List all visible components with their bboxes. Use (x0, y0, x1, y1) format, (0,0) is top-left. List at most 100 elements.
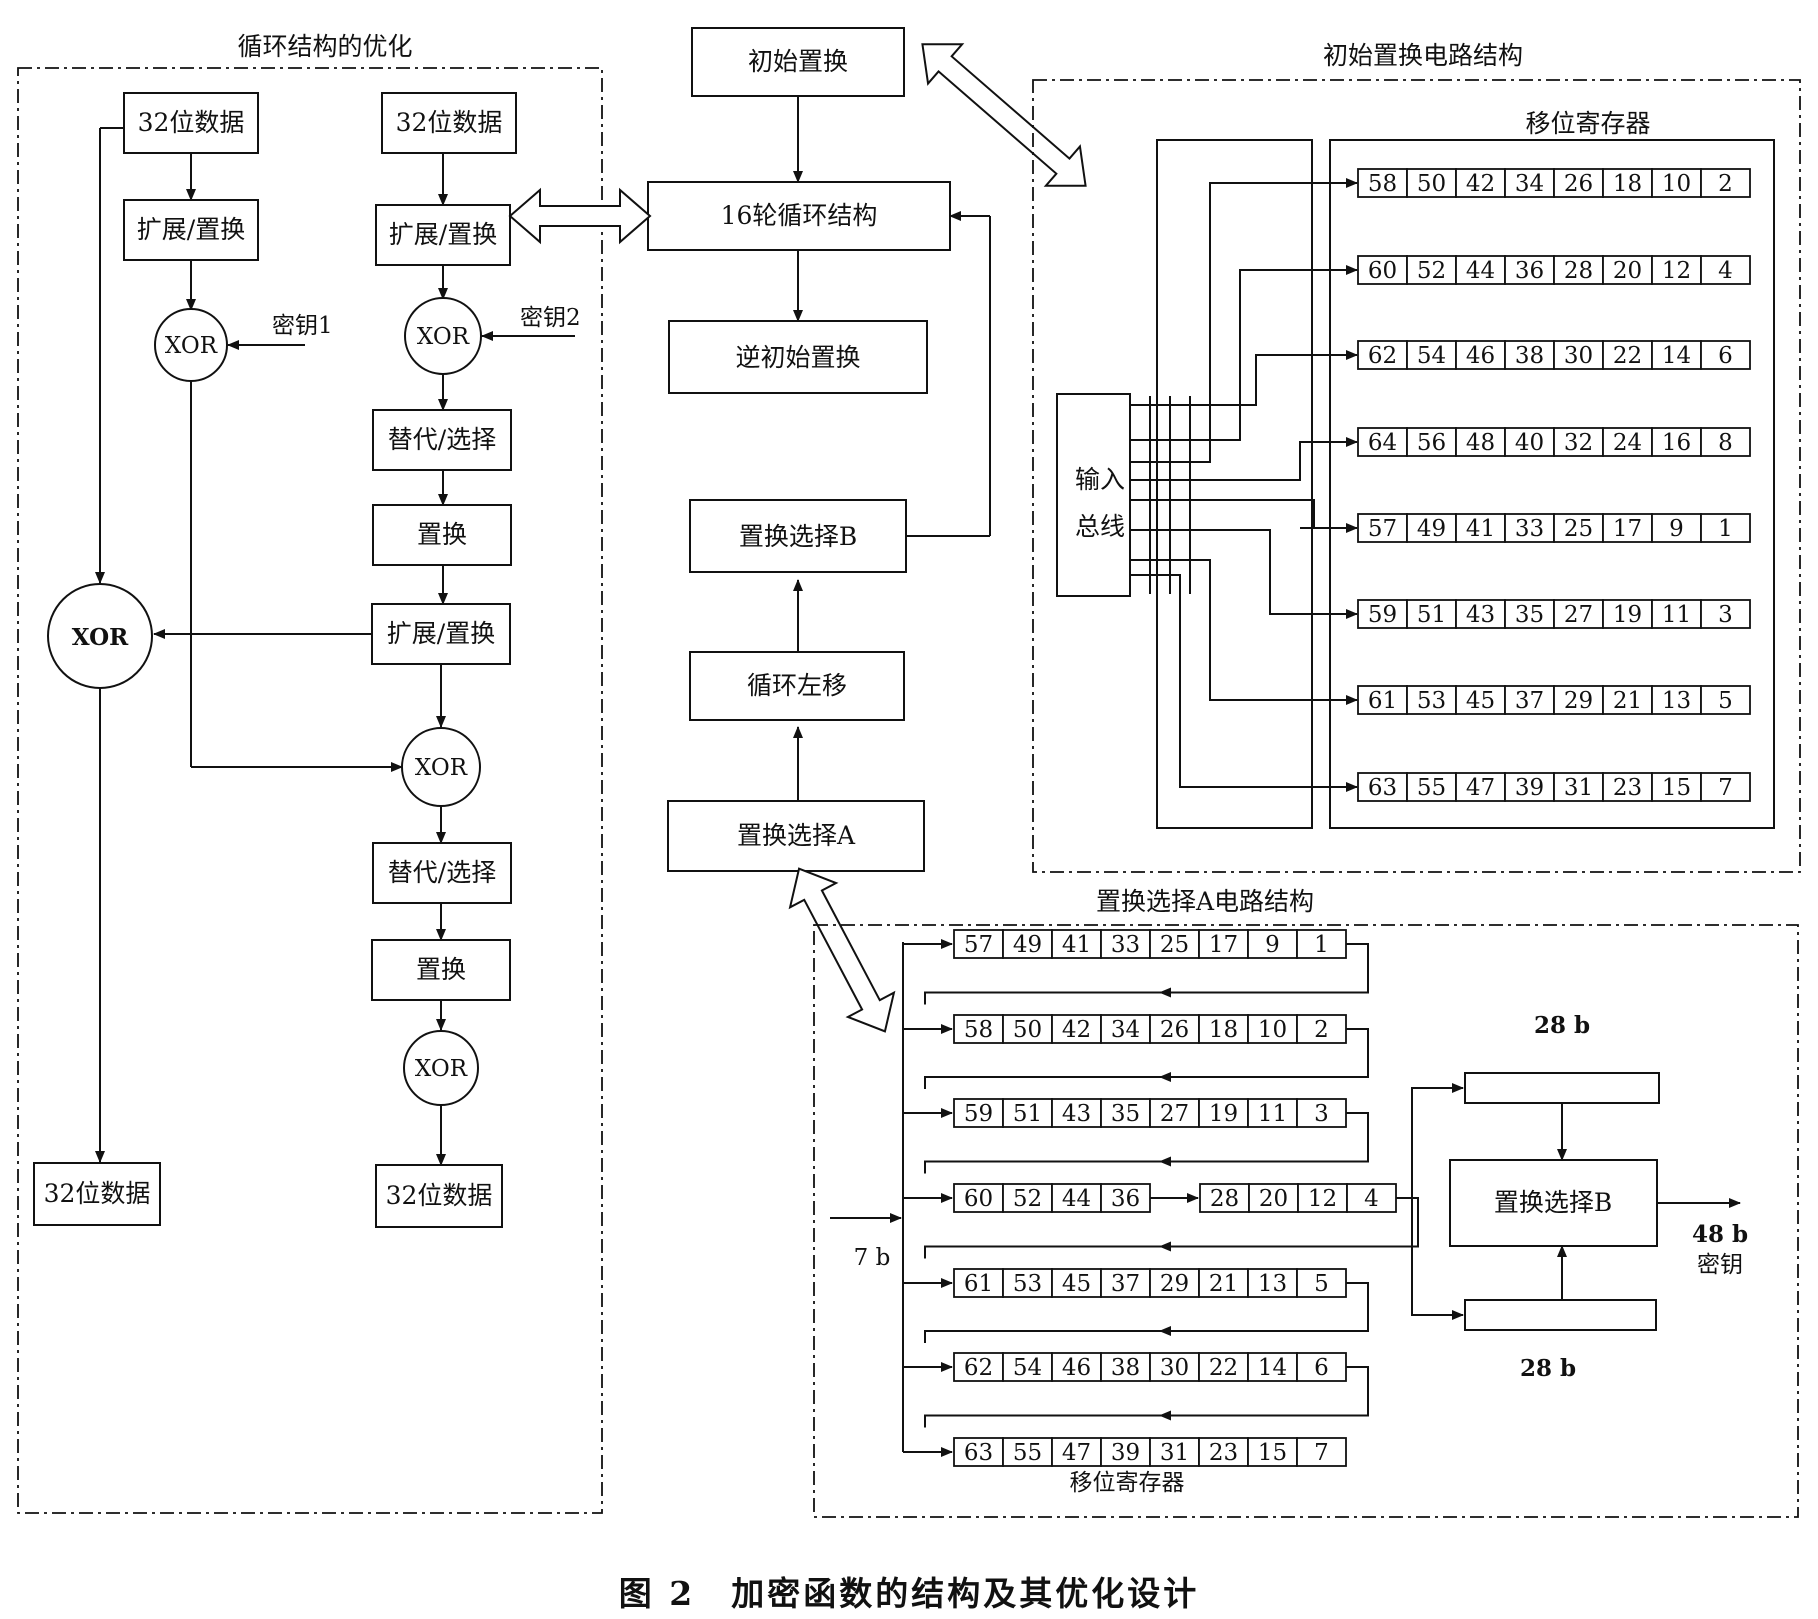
right-expand2-label: 扩展/置换 (387, 619, 495, 648)
register-cell-value: 43 (1062, 1101, 1091, 1127)
register-cell-value: 23 (1613, 775, 1642, 801)
register-cell-value: 30 (1564, 343, 1593, 369)
register-cell (1700, 685, 1751, 715)
register-cell-value: 64 (1368, 430, 1397, 456)
register-cell-value: 9 (1265, 932, 1280, 958)
register-cell (1455, 513, 1506, 543)
register-cell (1455, 255, 1506, 285)
double-arrow-ip-circuit (921, 43, 1087, 187)
register-cell (1051, 1352, 1102, 1382)
register-cell-value: 21 (1209, 1271, 1238, 1297)
register-cell-value: 36 (1111, 1186, 1140, 1212)
register-cell-value: 35 (1515, 602, 1544, 628)
register-cell-value: 56 (1417, 430, 1446, 456)
register-cell-value: 33 (1515, 516, 1544, 542)
register-cell (1700, 427, 1751, 457)
register-cell (1051, 929, 1102, 959)
register-cell (1700, 772, 1751, 802)
register-cell-value: 43 (1466, 602, 1495, 628)
right-data32-top-label: 32位数据 (396, 108, 503, 137)
register-cell (1406, 427, 1457, 457)
register-cell (1002, 1098, 1053, 1128)
register-cell-value: 22 (1613, 343, 1642, 369)
register-cell (953, 1014, 1004, 1044)
pca-shift-reg-label: 移位寄存器 (1070, 1470, 1185, 1496)
register-cell-value: 35 (1111, 1101, 1140, 1127)
right-data32-top-box (381, 92, 517, 154)
register-cell-value: 10 (1258, 1017, 1287, 1043)
left-data32-top-box (123, 92, 259, 154)
register-cell-value: 41 (1062, 932, 1091, 958)
register-cell-value: 50 (1417, 171, 1446, 197)
register-cell (1247, 1014, 1298, 1044)
register-cell (1198, 1352, 1249, 1382)
register-cell-value: 18 (1613, 171, 1642, 197)
register-cell-value: 25 (1160, 932, 1189, 958)
register-cell-value: 17 (1613, 516, 1642, 542)
pca-pc-b-label: 置换选择B (1494, 1188, 1612, 1217)
input-bus-label-1: 输入 (1075, 465, 1125, 494)
rotate-left-label: 循环左移 (747, 671, 847, 700)
right-perm1-label: 置换 (417, 520, 467, 549)
register-cell-value: 27 (1564, 602, 1593, 628)
register-cell-value: 54 (1013, 1355, 1042, 1381)
left-xor-big-label: XOR (72, 624, 129, 651)
register-cell-value: 42 (1466, 171, 1495, 197)
register-cell (1553, 427, 1604, 457)
register-cell-value: 38 (1515, 343, 1544, 369)
left-expand-label: 扩展/置换 (137, 215, 245, 244)
register-cell-value: 18 (1209, 1017, 1238, 1043)
left-expand-box (123, 199, 259, 261)
register-cell-value: 11 (1258, 1101, 1287, 1127)
inverse-perm-box (668, 320, 928, 394)
left-xor1-label: XOR (165, 333, 218, 359)
register-cell (1504, 255, 1555, 285)
register-cell (1297, 1183, 1348, 1213)
register-cell-value: 53 (1417, 688, 1446, 714)
register-cell (1700, 340, 1751, 370)
register-cell (1296, 929, 1347, 959)
register-cell (1504, 513, 1555, 543)
register-cell (1602, 255, 1653, 285)
register-cell (1455, 772, 1506, 802)
register-cell-value: 61 (964, 1271, 993, 1297)
register-cell-value: 52 (1417, 258, 1446, 284)
right-xor3-label: XOR (415, 1056, 468, 1082)
register-cell-value: 47 (1466, 775, 1495, 801)
right-perm2-label: 置换 (416, 955, 466, 984)
register-cell-value: 27 (1160, 1101, 1189, 1127)
right-subst2-box (372, 842, 512, 904)
register-cell-value: 53 (1013, 1271, 1042, 1297)
register-cell-value: 19 (1209, 1101, 1238, 1127)
register-cell-value: 14 (1258, 1355, 1287, 1381)
register-cell (1296, 1352, 1347, 1382)
register-cell-value: 34 (1515, 171, 1544, 197)
register-cell-value: 54 (1417, 343, 1446, 369)
right-xor1-label: XOR (417, 324, 470, 350)
register-cell-value: 62 (964, 1355, 993, 1381)
out-width-label: 48 b (1692, 1221, 1748, 1248)
half-bottom-label: 28 b (1520, 1355, 1576, 1382)
register-cell (1455, 340, 1506, 370)
register-cell (1406, 168, 1457, 198)
register-cell-value: 29 (1160, 1271, 1189, 1297)
register-cell (1357, 427, 1408, 457)
register-cell (1247, 1268, 1298, 1298)
register-cell (1149, 1098, 1200, 1128)
register-cell-value: 62 (1368, 343, 1397, 369)
figure-caption: 图 2 加密函数的结构及其优化设计 (619, 1574, 1199, 1613)
register-cell-value: 5 (1314, 1271, 1329, 1297)
register-cell (1504, 772, 1555, 802)
register-cell-value: 41 (1466, 516, 1495, 542)
register-cell-value: 37 (1111, 1271, 1140, 1297)
register-cell (1357, 255, 1408, 285)
input-width-label: 7 b (854, 1245, 891, 1271)
register-cell (1504, 340, 1555, 370)
